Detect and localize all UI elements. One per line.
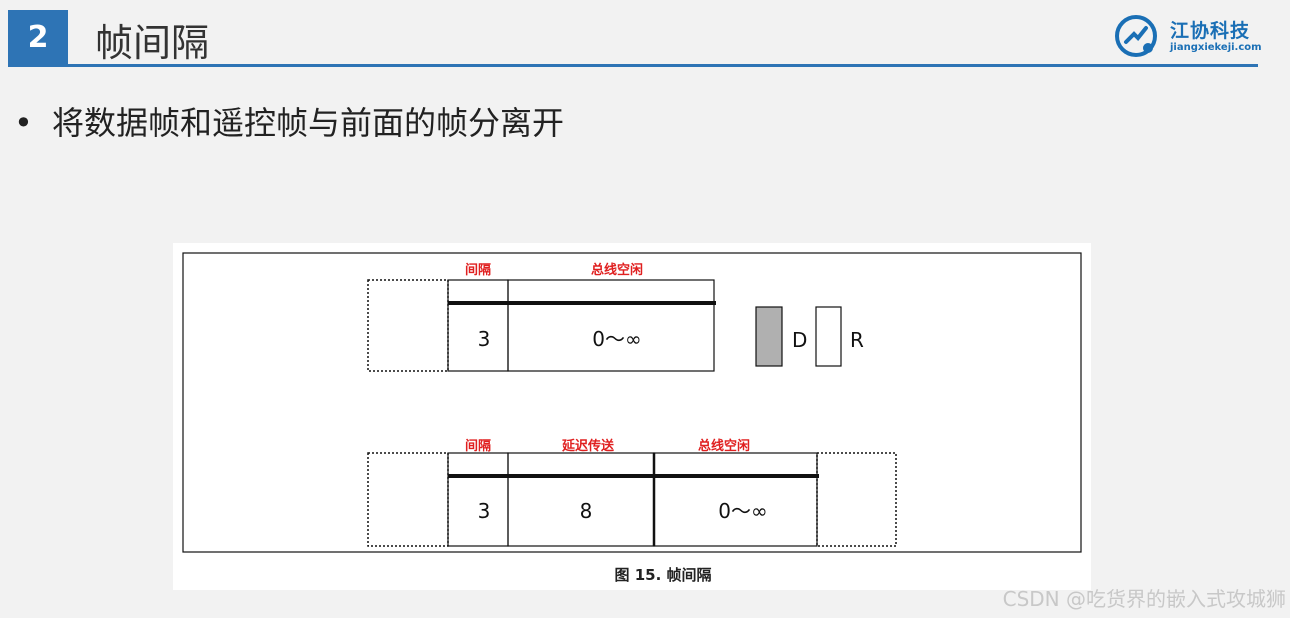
bullet-dot-icon: • [14,104,33,142]
bottom-interval-value: 3 [478,499,491,523]
bottom-suspend-value: 8 [580,499,593,523]
frame-interval-figure: 间隔 总线空闲 3 0～∞ D R 间隔 延迟传送 总线空闲 3 8 0～∞ 图… [173,243,1091,590]
bullet-item: • 将数据帧和遥控帧与前面的帧分离开 [14,98,564,144]
previous-frame-dotted-2 [367,452,449,547]
frame-interval-diagram: 间隔 总线空闲 3 0～∞ D R 间隔 延迟传送 总线空闲 3 8 0～∞ [182,252,1082,553]
logo-url: jiangxiekeji.com [1170,42,1262,53]
top-interval-value: 3 [478,327,491,351]
next-frame-dotted [816,452,897,547]
top-bus-idle-value: 0～∞ [592,327,641,351]
top-interval-cell [447,279,509,372]
brand-logo: 江协科技 jiangxiekeji.com [1112,12,1262,60]
logo-name: 江协科技 [1170,20,1251,42]
page-title: 帧间隔 [95,21,210,65]
section-number: 2 [8,10,68,64]
figure-caption: 图 15. 帧间隔 [614,566,712,584]
top-bus-idle-label: 总线空闲 [591,262,643,278]
bullet-text: 将数据帧和遥控帧与前面的帧分离开 [52,104,565,142]
top-bus-idle-cell [507,279,715,372]
diagram-border [182,252,1082,553]
watermark: CSDN @吃货界的嵌入式攻城狮 [1002,587,1286,611]
previous-frame-dotted [367,279,449,372]
recessive-legend-label: R [850,328,864,352]
recessive-legend-box [815,306,842,367]
bottom-bus-idle-value: 0～∞ [718,499,767,523]
bottom-bus-idle-label: 总线空闲 [698,438,750,454]
dominant-legend-box [755,306,783,367]
bottom-suspend-label: 延迟传送 [561,438,615,454]
logo-icon [1115,15,1157,57]
dominant-legend-label: D [792,328,807,352]
bottom-interval-label: 间隔 [465,438,491,454]
header-divider [8,64,1258,67]
top-interval-label: 间隔 [465,262,491,278]
slide-header: 2 帧间隔 江协科技 jiangxiekeji.com [0,0,1290,70]
